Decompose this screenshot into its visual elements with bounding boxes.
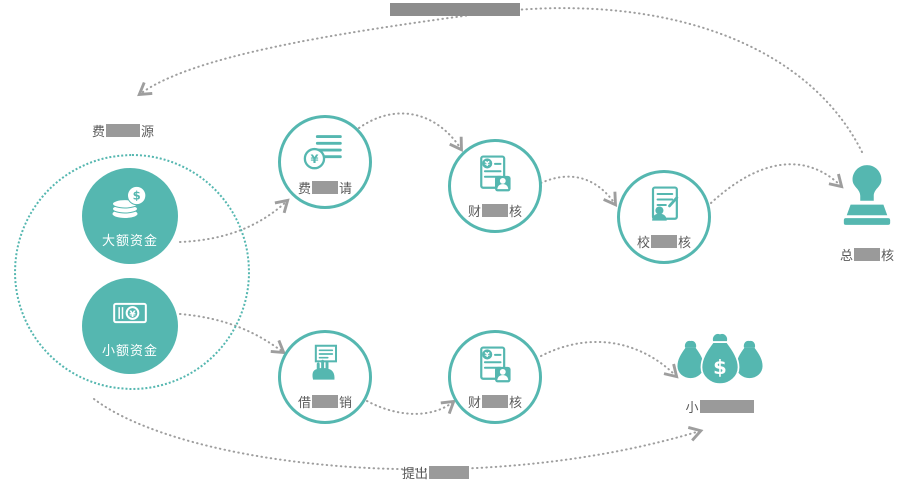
coins-icon: $ <box>110 183 150 227</box>
expense-apply-label-left: 费 <box>297 182 311 197</box>
loan-reimburse-label-right: 销 <box>339 396 353 411</box>
funds-source-label-left: 费 <box>92 125 106 140</box>
arrow-principal-to-final <box>710 163 844 204</box>
redaction-block <box>854 248 880 261</box>
expense-apply-label-right: 请 <box>339 182 353 197</box>
principal-review-label-right: 核 <box>678 236 692 251</box>
final-approve-label-left: 总 <box>839 249 853 264</box>
arrow-final-to-start <box>137 7 863 153</box>
node-principal-review: 校 核 <box>617 170 711 264</box>
node-large-funds: $ 大额资金 <box>82 168 178 264</box>
final-approve-label: 总 核 <box>840 245 894 264</box>
finance-review-top-label-right: 核 <box>509 205 523 220</box>
arrow-apply-to-finance <box>358 112 463 153</box>
redaction-block <box>312 395 338 408</box>
node-funds-release: $ 小 <box>670 330 770 416</box>
banknote-icon: ¥ <box>110 293 150 337</box>
finance-review-bottom-label-left: 财 <box>467 396 481 411</box>
arrow-loan-to-finance <box>366 399 456 415</box>
principal-review-label: 校 核 <box>637 232 691 251</box>
funds-source-group <box>14 154 250 390</box>
node-loan-reimburse: 借 销 <box>278 330 372 424</box>
money-bags-icon: $ <box>672 330 768 391</box>
node-final-approve: 总 核 <box>826 163 907 264</box>
svg-text:¥: ¥ <box>129 309 136 320</box>
node-small-funds: ¥ 小额资金 <box>82 278 178 374</box>
final-approve-label-right: 核 <box>881 249 895 264</box>
hand-document-icon <box>303 343 347 391</box>
loan-reimburse-label: 借 销 <box>298 392 352 411</box>
top-arc-label-redaction <box>390 3 520 16</box>
funds-release-label-left: 小 <box>685 401 699 416</box>
funds-release-label: 小 <box>685 397 754 416</box>
redaction-block <box>482 204 508 217</box>
redaction-block <box>106 124 141 137</box>
redaction-block <box>651 235 677 248</box>
node-finance-review-bottom: ¥ 财 核 <box>448 330 542 424</box>
svg-text:$: $ <box>133 189 141 203</box>
bottom-arc-label: 提出 <box>402 463 470 482</box>
funds-source-label-right: 源 <box>141 125 155 140</box>
finance-review-bottom-label: 财 核 <box>468 392 522 411</box>
redaction-block <box>699 400 754 413</box>
document-person-icon <box>642 183 686 231</box>
list-coin-icon: ¥ <box>302 127 348 177</box>
loan-reimburse-label-left: 借 <box>297 396 311 411</box>
bottom-arc-label-left: 提出 <box>402 467 429 482</box>
stamp-icon <box>840 163 894 231</box>
node-finance-review-top: ¥ 财 核 <box>448 139 542 233</box>
finance-review-bottom-label-right: 核 <box>509 396 523 411</box>
small-funds-label: 小额资金 <box>101 344 158 359</box>
funds-source-label: 费 源 <box>92 121 154 140</box>
svg-text:¥: ¥ <box>485 159 491 168</box>
invoice-person-icon: ¥ <box>473 343 517 391</box>
arrow-finance-to-principal <box>540 175 618 207</box>
redaction-block <box>429 466 470 479</box>
node-expense-apply: ¥ 费 请 <box>278 115 372 209</box>
svg-text:$: $ <box>713 356 727 379</box>
redaction-block <box>312 181 338 194</box>
arrow-finance-to-release <box>540 340 679 379</box>
finance-review-top-label: 财 核 <box>468 201 522 220</box>
expense-apply-label: 费 请 <box>298 178 352 197</box>
svg-text:¥: ¥ <box>485 350 491 359</box>
finance-review-top-label-left: 财 <box>467 205 481 220</box>
invoice-person-icon: ¥ <box>473 152 517 200</box>
large-funds-label: 大额资金 <box>101 234 158 249</box>
principal-review-label-left: 校 <box>636 236 650 251</box>
svg-text:¥: ¥ <box>310 152 318 166</box>
redaction-block <box>482 395 508 408</box>
arrow-bottom-loop <box>93 398 704 471</box>
